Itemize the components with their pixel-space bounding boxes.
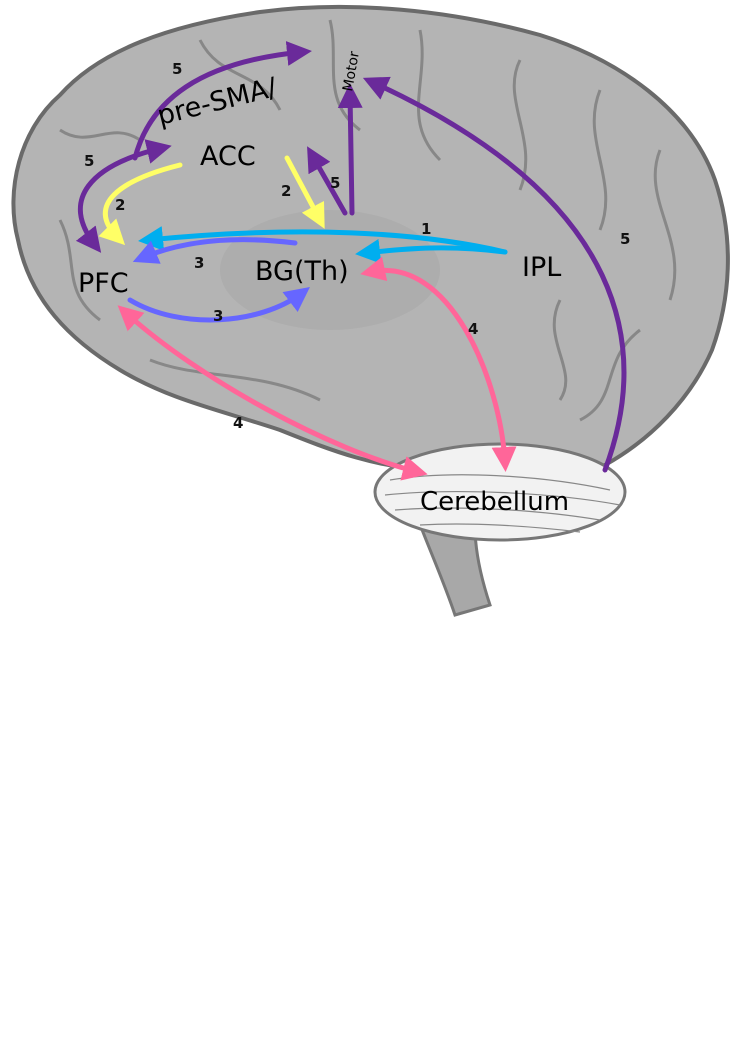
cerebellum-folia	[384, 474, 621, 533]
arrow-1-ipl-pfc	[138, 226, 508, 255]
num-2-left: 2	[115, 196, 125, 214]
num-4-left: 4	[233, 414, 243, 432]
arrow-2-acc-bg	[284, 155, 325, 229]
arrow-1-ipl-bg	[355, 238, 508, 264]
num-2-mid: 2	[281, 182, 291, 200]
num-5-mid: 5	[330, 174, 340, 192]
label-pfc: PFC	[78, 268, 129, 299]
num-4-right: 4	[468, 320, 478, 338]
arrow-5-presma-pfc	[75, 139, 172, 253]
num-5-top: 5	[172, 60, 182, 78]
arrow-4-pfc-cerebellum	[117, 305, 428, 481]
arrow-3-bg-pfc	[132, 237, 298, 264]
num-3-lower: 3	[213, 307, 223, 325]
label-motor: Motor	[340, 50, 363, 93]
num-3-upper: 3	[194, 254, 204, 272]
arrow-5-bg-acc	[307, 146, 348, 216]
arrow-5-bg-motor	[337, 83, 363, 216]
label-cerebellum: Cerebellum	[420, 487, 569, 517]
num-5-right: 5	[620, 230, 630, 248]
label-ipl: IPL	[522, 252, 561, 283]
label-bg-th: BG(Th)	[255, 256, 349, 287]
num-5-left: 5	[84, 152, 94, 170]
arrow-2-acc-pfc	[98, 162, 183, 246]
label-acc: ACC	[200, 141, 256, 172]
arrow-5-cerebellum-motor	[362, 76, 627, 473]
arrow-4-bg-cerebellum	[360, 256, 517, 472]
num-1: 1	[421, 220, 431, 238]
arrow-5-presma-motor	[132, 41, 312, 161]
